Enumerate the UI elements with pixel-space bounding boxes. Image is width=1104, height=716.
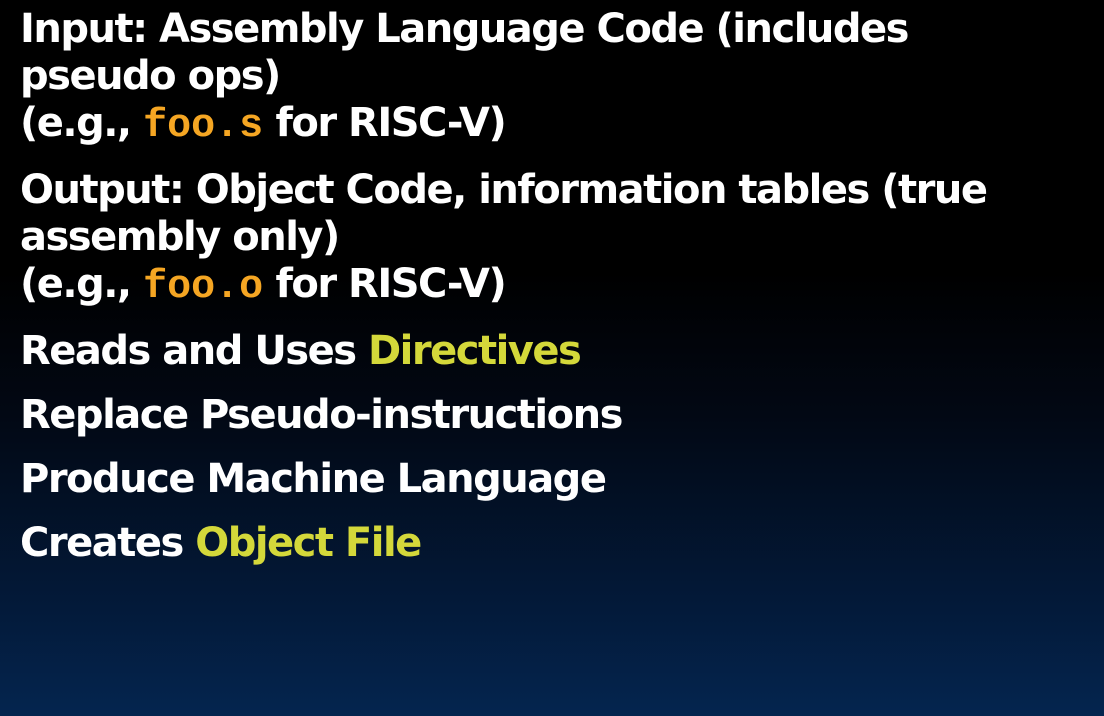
input-line-1: Input: Assembly Language Code (includes [20,6,909,52]
input-line-3: (e.g., foo.s for RISC-V) [20,100,1100,150]
object-file-highlight: Object File [195,520,422,566]
output-line-3: (e.g., foo.o for RISC-V) [20,261,1100,311]
output-example-suffix: for RISC-V) [263,261,507,307]
bullet-directives: Reads and Uses Directives [20,328,1100,375]
input-example-prefix: (e.g., [20,100,144,146]
input-filename: foo.s [143,104,264,149]
bullet-output: Output: Object Code, information tables … [20,167,1100,311]
directives-highlight: Directives [367,328,582,374]
output-filename: foo.o [143,265,264,310]
object-file-prefix: Creates [20,520,196,566]
output-example-prefix: (e.g., [20,261,144,307]
object-file-line: Creates Object File [20,520,1100,567]
bullet-pseudo-instructions: Replace Pseudo-instructions [20,392,1100,439]
slide-content: Input: Assembly Language Code (includes … [20,6,1100,584]
directives-line: Reads and Uses Directives [20,328,1100,375]
bullet-machine-language: Produce Machine Language [20,456,1100,503]
directives-prefix: Reads and Uses [20,328,368,374]
input-example-suffix: for RISC-V) [263,100,507,146]
bullet-input: Input: Assembly Language Code (includes … [20,6,1100,150]
machine-language-text: Produce Machine Language [20,456,607,502]
pseudo-instructions-text: Replace Pseudo-instructions [20,392,623,438]
bullet-object-file: Creates Object File [20,520,1100,567]
output-line-1: Output: Object Code, information tables … [20,167,988,213]
output-line-2: assembly only) [20,214,340,260]
input-line-2: pseudo ops) [20,53,281,99]
